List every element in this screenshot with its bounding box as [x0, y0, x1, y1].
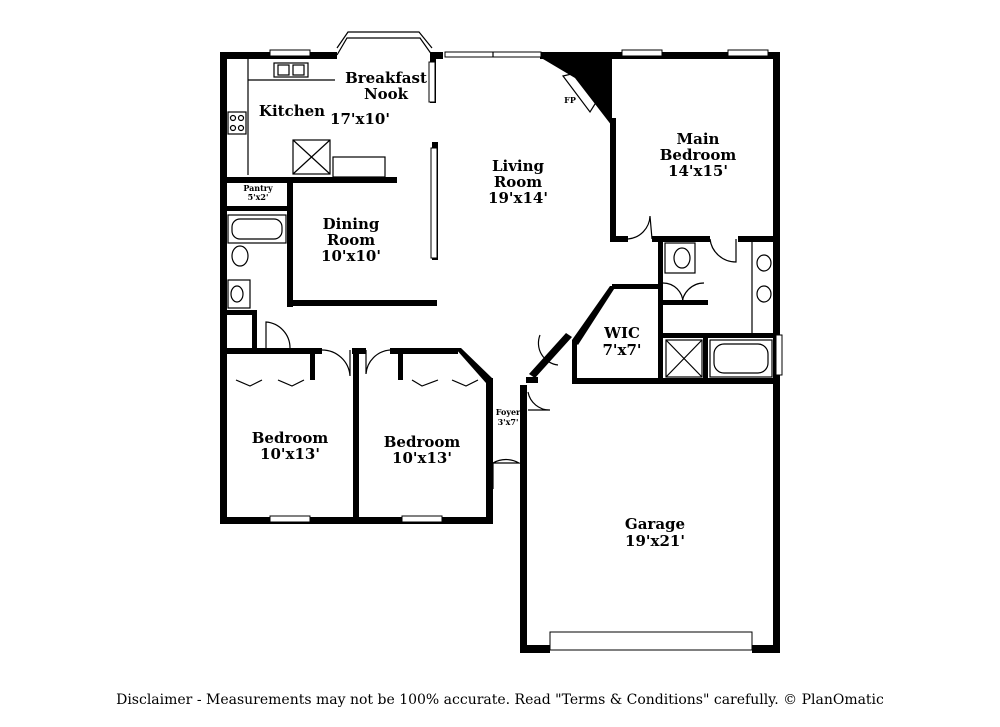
disclaimer-text: Disclaimer - Measurements may not be 100…	[116, 692, 884, 708]
bedroom-2-label: Bedroom	[384, 433, 461, 451]
main-bedroom-label-line2: Bedroom	[660, 146, 737, 164]
windows	[269, 31, 783, 523]
living-room-label: Living	[492, 157, 545, 175]
kitchen-size: 17'x10'	[330, 110, 390, 128]
garage-label: Garage	[625, 515, 685, 533]
dining-room-label: Dining	[323, 215, 380, 233]
hall-bath-fixtures	[227, 214, 287, 309]
wic-size: 7'x7'	[602, 341, 641, 359]
foyer-size: 3'x7'	[498, 417, 519, 427]
dining-room-size: 10'x10'	[321, 247, 381, 265]
kitchen-label: Kitchen	[259, 102, 325, 120]
bedroom-1-size: 10'x13'	[260, 445, 320, 463]
pantry-size: 5'x2'	[248, 192, 269, 202]
main-bedroom-size: 14'x15'	[668, 162, 728, 180]
main-bedroom-label: Main	[677, 130, 720, 148]
kitchen-fixtures	[227, 59, 386, 178]
bedroom-2-size: 10'x13'	[392, 449, 452, 467]
wic-label: WIC	[603, 324, 640, 342]
garage-door	[549, 631, 753, 651]
living-room-label-line2: Room	[494, 173, 542, 191]
fireplace-label: FP	[564, 95, 576, 105]
garage-size: 19'x21'	[625, 532, 685, 550]
living-room-size: 19'x14'	[488, 189, 548, 207]
breakfast-nook-label-line2: Nook	[364, 85, 409, 103]
breakfast-nook-label: Breakfast	[345, 69, 427, 87]
main-bath-fixtures	[664, 242, 773, 378]
doors	[235, 215, 737, 489]
pantry-label: Pantry	[243, 183, 273, 193]
bedroom-1-label: Bedroom	[252, 429, 329, 447]
room-labels: Breakfast Nook Kitchen 17'x10' Living Ro…	[243, 69, 736, 550]
dining-room-label-line2: Room	[327, 231, 375, 249]
foyer-label: Foyer	[496, 407, 521, 417]
fireplace	[543, 59, 612, 126]
